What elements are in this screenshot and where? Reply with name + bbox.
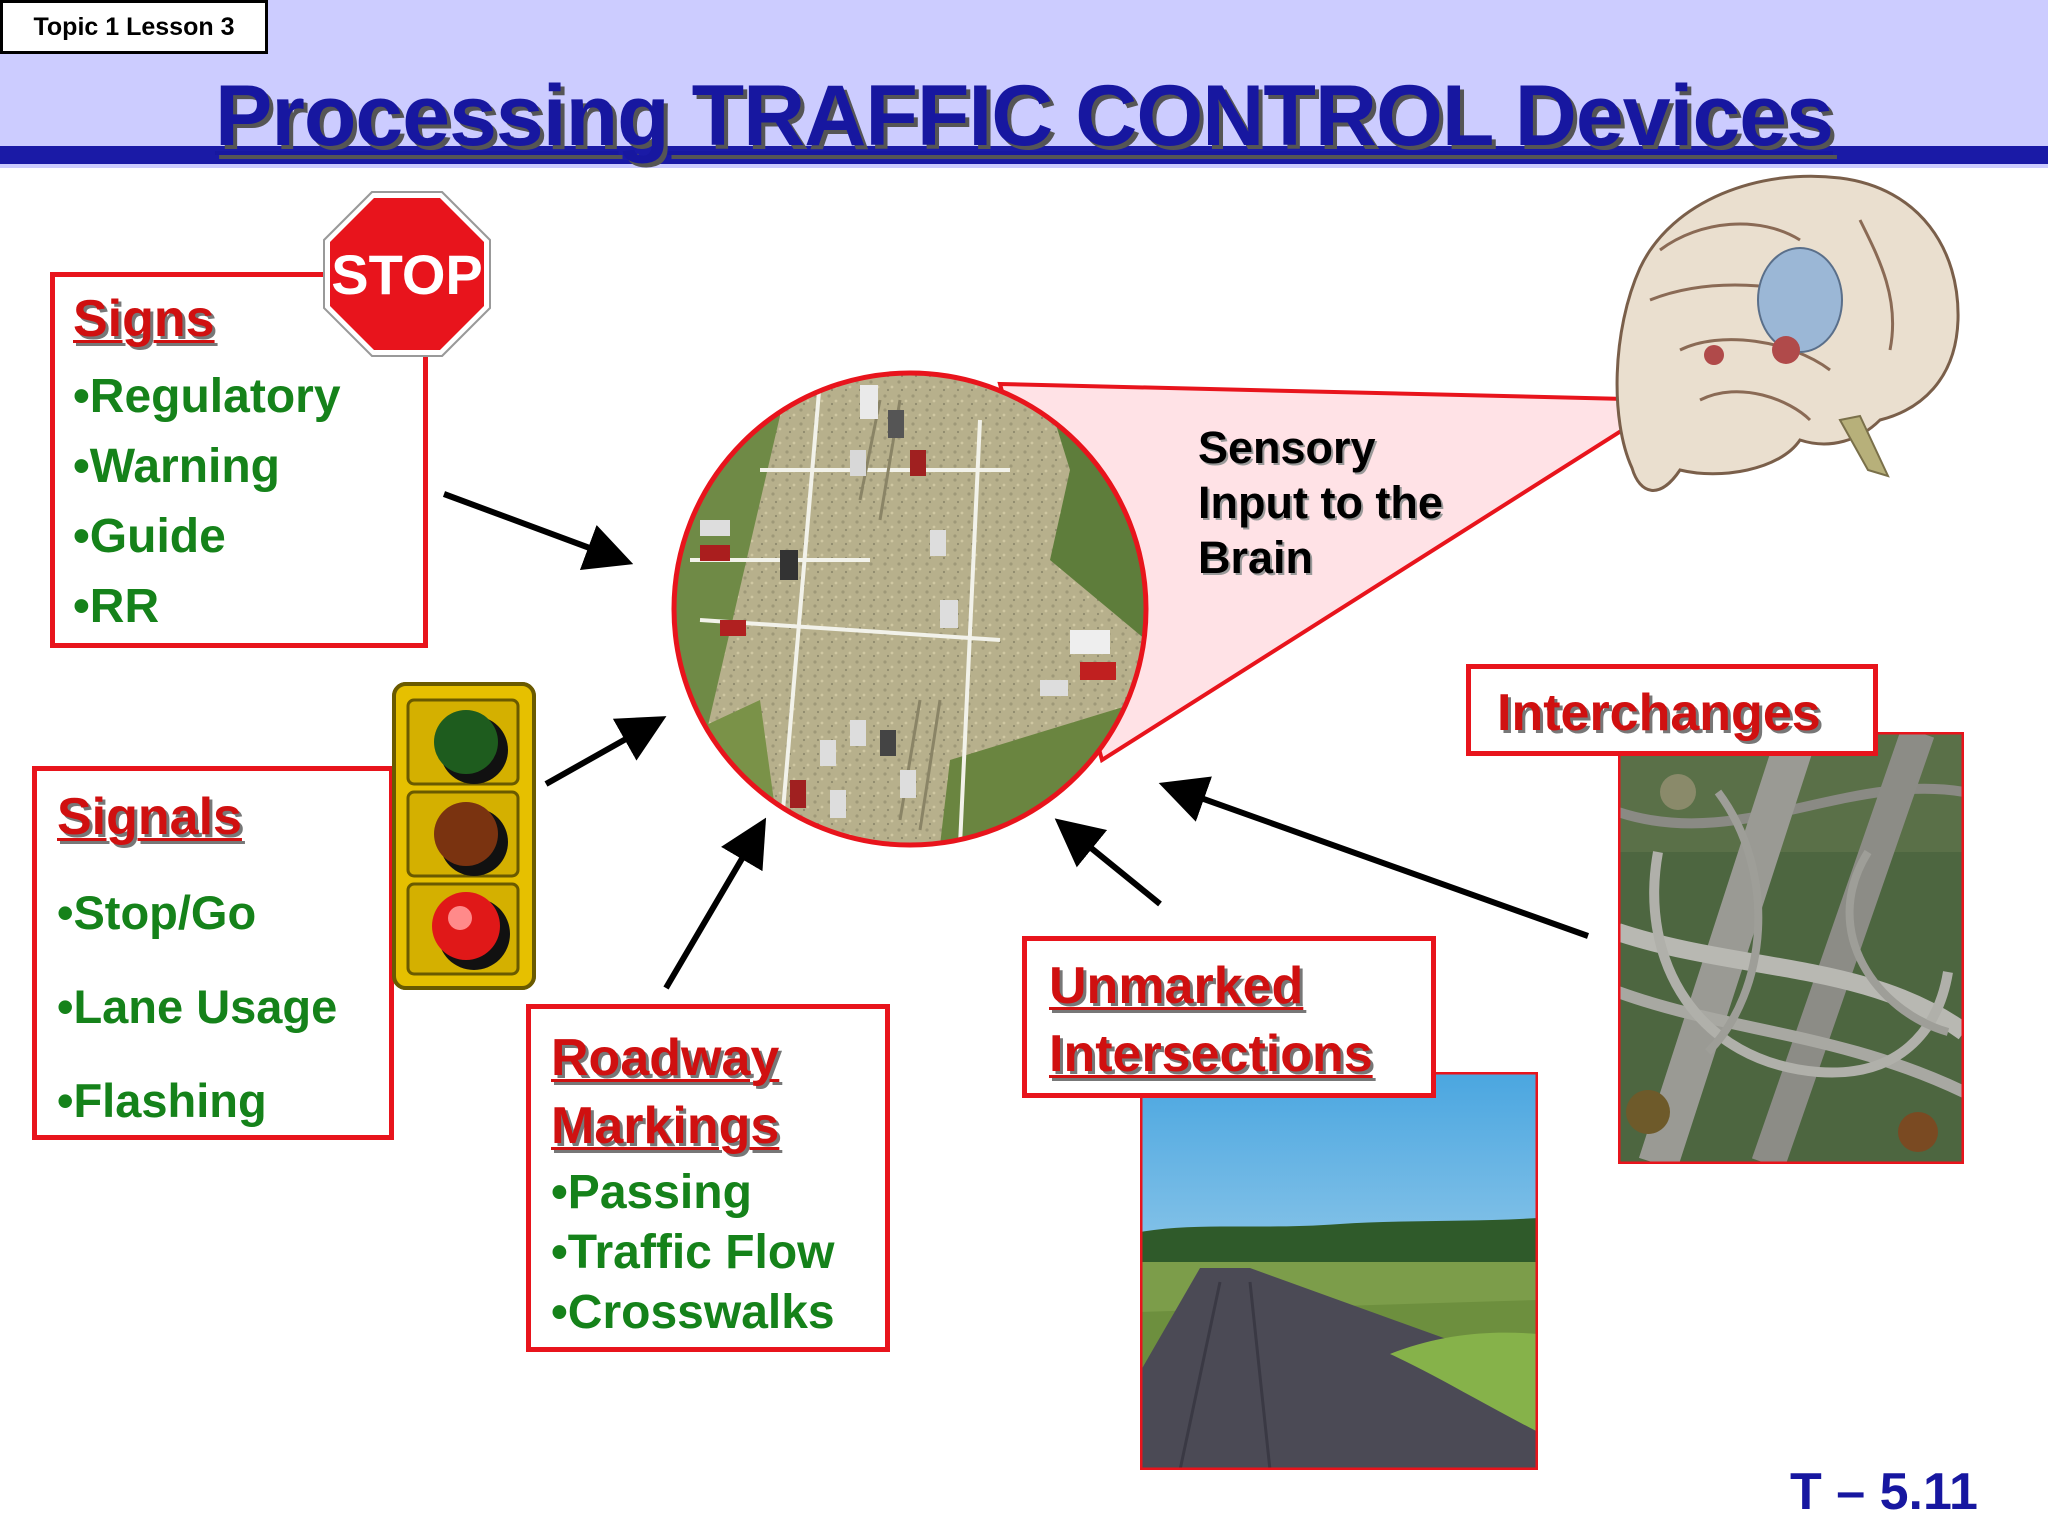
stop-sign-text: STOP xyxy=(331,243,482,306)
arrow-signals xyxy=(544,716,667,787)
unmarked-heading-line1: Unmarked xyxy=(1049,957,1304,1015)
signs-item: •RR xyxy=(73,580,160,633)
arrow-signs xyxy=(442,491,634,570)
roadway-heading-line1: Roadway xyxy=(551,1029,780,1087)
roadway-item: •Passing xyxy=(551,1166,752,1219)
unmarked-intersections-box: Unmarked Intersections xyxy=(1022,936,1436,1098)
unmarked-heading-line2: Intersections xyxy=(1049,1025,1373,1083)
signs-heading: Signs xyxy=(73,290,215,348)
roadway-markings-box: Roadway Markings •Passing •Traffic Flow … xyxy=(526,1004,890,1352)
interchange-photo xyxy=(1618,732,1964,1164)
slide-number: T – 5.11 xyxy=(1790,1463,1978,1521)
signals-item: •Flashing xyxy=(57,1074,267,1127)
header-bar xyxy=(0,0,2048,168)
intersection-photo xyxy=(671,370,1149,848)
signs-item: •Regulatory xyxy=(73,370,341,423)
signals-item: •Lane Usage xyxy=(57,980,338,1033)
arrow-roadway xyxy=(663,817,767,990)
rural-road-photo xyxy=(1140,1072,1538,1470)
brain-callout-line: Brain xyxy=(1198,532,1314,583)
interchanges-box: Interchanges xyxy=(1466,664,1878,756)
arrow-interchanges xyxy=(1158,776,1590,939)
traffic-light-overlay xyxy=(392,682,536,990)
roadway-item: •Traffic Flow xyxy=(551,1226,835,1279)
signals-box: Signals •Stop/Go •Lane Usage •Flashing xyxy=(32,766,394,1140)
roadway-item: •Crosswalks xyxy=(551,1286,835,1339)
brain-callout-line: Input to the xyxy=(1198,477,1443,528)
signs-item: •Warning xyxy=(73,440,280,493)
roadway-heading-line2: Markings xyxy=(551,1097,780,1155)
interchanges-heading: Interchanges xyxy=(1497,684,1821,742)
signs-box: Signs •Regulatory •Warning •Guide •RR xyxy=(50,272,428,648)
signals-item: •Stop/Go xyxy=(57,886,257,939)
stop-sign-overlay: STOP xyxy=(323,191,491,357)
header-rule xyxy=(0,146,2048,164)
topic-label: Topic 1 Lesson 3 xyxy=(0,0,268,54)
arrow-unmarked xyxy=(1054,818,1162,907)
page-title: Processing TRAFFIC CONTROL Devices xyxy=(215,68,1834,164)
signals-heading: Signals xyxy=(57,788,242,846)
brain-callout-line: Sensory xyxy=(1198,422,1376,473)
brain-illustration xyxy=(1615,174,1960,492)
signs-item: •Guide xyxy=(73,510,226,563)
